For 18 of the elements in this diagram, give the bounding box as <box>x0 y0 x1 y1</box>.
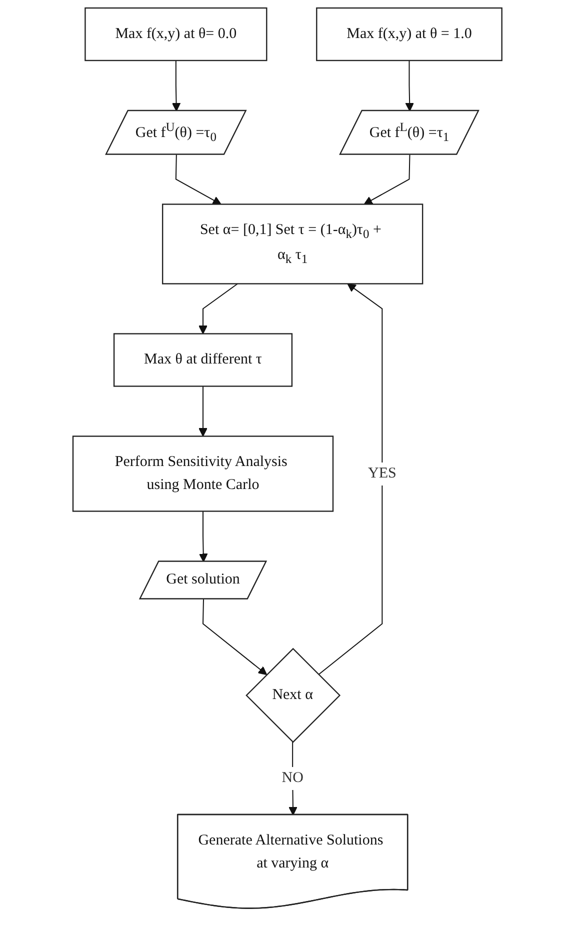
arrow <box>288 742 298 816</box>
node-diamond: Next α <box>246 648 341 743</box>
arrow <box>199 510 208 562</box>
node-box: Max f(x,y) at θ = 1.0 <box>316 7 503 62</box>
arrow <box>176 154 222 205</box>
node-box: Max f(x,y) at θ= 0.0 <box>84 7 268 62</box>
arrow <box>405 60 414 112</box>
edge-label: YES <box>368 465 396 482</box>
arrow <box>318 283 383 676</box>
arrow <box>198 283 238 334</box>
edge-label: NO <box>282 770 304 786</box>
node-box: Perform Sensitivity Analysis using Monte Carlo <box>72 436 334 512</box>
node-box: Max θ at different τ <box>114 333 293 387</box>
node-box: Set α= [0,1] Set τ = (1-α$_{k}$)τ$_{0}$ + α$_{k}$ τ$_{1}$ <box>162 204 424 284</box>
arrow <box>364 154 410 205</box>
arrow <box>172 60 181 112</box>
arrow <box>202 598 268 676</box>
arrow <box>198 386 208 437</box>
